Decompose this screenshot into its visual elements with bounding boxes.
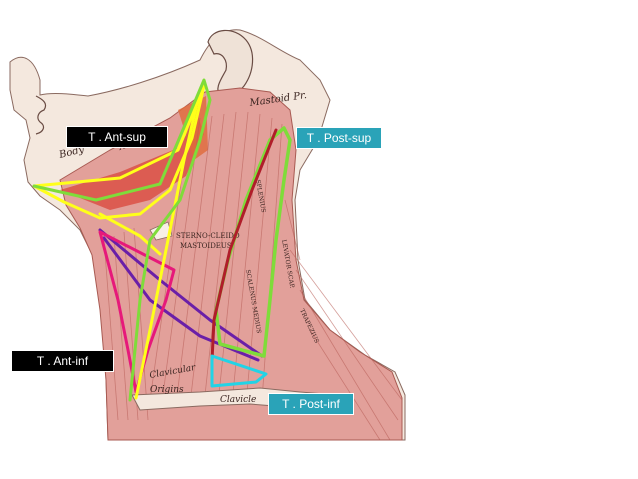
submandibular-region <box>60 116 204 210</box>
lips-outline <box>35 95 47 135</box>
clavicle-text: Clavicle <box>220 395 256 405</box>
yellow-inner-line <box>98 212 162 256</box>
yellow-sterno-edge <box>134 88 202 400</box>
cyan-triangle-outline <box>210 354 268 388</box>
green-posterior-outline <box>214 126 292 358</box>
muscle-fibres <box>103 111 403 441</box>
origins-text: Origins <box>150 385 184 395</box>
green-anterior-outline <box>32 78 212 402</box>
sterno-text-2: MASTOIDEUS <box>180 242 232 250</box>
label-posterior-superior-triangle: T . Post-sup <box>296 127 382 149</box>
label-anterior-superior-triangle: T . Ant-sup <box>66 126 168 148</box>
sterno-text-1: STERNO-CLEIDO <box>176 232 240 240</box>
label-anterior-inferior-triangle: T . Ant-inf <box>11 350 114 372</box>
purple-omohyoid-line <box>98 228 264 358</box>
label-posterior-inferior-triangle: T . Post-inf <box>268 393 354 415</box>
yellow-triangle-outline <box>32 84 206 220</box>
red-posterior-border <box>210 128 278 362</box>
